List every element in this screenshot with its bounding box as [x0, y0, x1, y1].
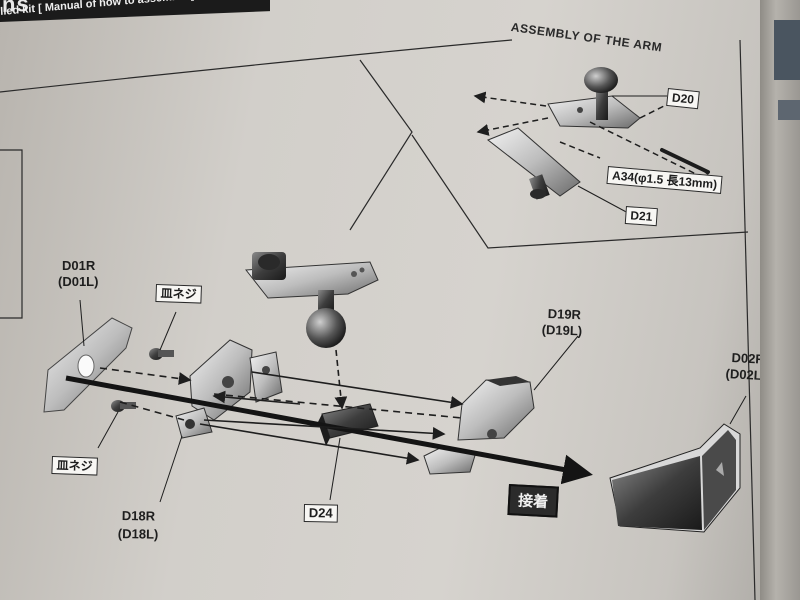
inset-arm-parts: [473, 67, 713, 215]
label-d18r: D18R: [121, 508, 156, 524]
label-sara-neji-bottom: 皿ネジ: [51, 456, 98, 476]
assembly-arrows: [99, 349, 464, 465]
part-d02r: [609, 395, 747, 533]
label-d19l: (D19L): [541, 322, 583, 339]
label-d01l: (D01L): [58, 274, 99, 289]
part-upper-bracket-ball: [245, 252, 379, 348]
part-d18r: [159, 339, 283, 503]
part-d20: [547, 67, 641, 129]
label-d01r: D01R: [62, 258, 96, 273]
page-edge-tab: [774, 20, 800, 80]
part-d19r: [423, 335, 579, 475]
screw-bottom: [97, 400, 136, 449]
label-d20: D20: [666, 88, 700, 110]
glue-direction-arrow: [65, 375, 593, 485]
part-d21: [487, 127, 581, 200]
label-sara-neji-top: 皿ネジ: [155, 284, 202, 304]
screw-top: [149, 311, 177, 360]
label-d18l: (D18L): [117, 526, 159, 542]
next-page-edge: [760, 0, 800, 600]
page-edge-tab: [778, 100, 800, 120]
label-d21: D21: [624, 206, 658, 227]
label-d24: D24: [303, 504, 338, 523]
label-d19r: D19R: [547, 306, 582, 323]
page-frame-lines: [0, 39, 756, 600]
label-glue: 接着: [507, 484, 559, 518]
part-d01r: [43, 299, 133, 413]
